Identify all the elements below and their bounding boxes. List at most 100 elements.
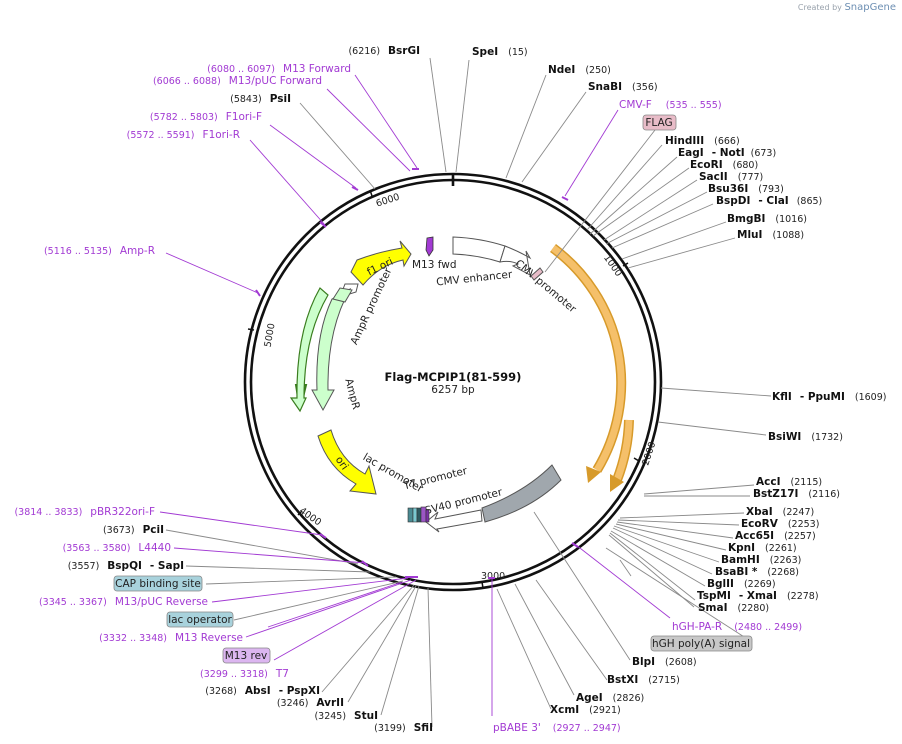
svg-text:BspDI- ClaI(865): BspDI- ClaI(865) [716,195,822,207]
site-enzyme-alt: - PspXI [279,685,320,697]
snapgene-credit: Created by SnapGene [798,2,896,13]
mcpip1-cds-arrow [550,243,634,492]
m13-fwd-feature: M13 fwd [412,236,457,271]
credit-prefix: Created by [797,3,842,12]
feature-boxes: FLAG CAP binding site lac operator M13 r… [113,114,753,664]
site-enzyme: EcoRI [690,159,723,171]
sites-left: (6216)BsrGI (5843)PsiI (3673)PciI (3557)… [68,45,433,734]
primer-position: (3814 .. 3833) [14,507,82,518]
site-leader-lines [165,57,772,728]
svg-text:KpnI(2261): KpnI(2261) [728,542,797,554]
primer-name: T7 [275,668,289,680]
primer-position: (3299 .. 3318) [200,669,268,680]
site-enzyme: PciI [143,524,164,536]
svg-text:BstXI(2715): BstXI(2715) [607,674,680,686]
svg-text:(5782 .. 5803)F1ori-F: (5782 .. 5803)F1ori-F [150,111,262,123]
site-position: (2268) [767,567,799,578]
site-position: (6216) [348,46,380,57]
site-enzyme: BsiWI [768,431,801,443]
svg-text:Bsu36I(793): Bsu36I(793) [708,183,784,195]
site-position: (2257) [784,531,816,542]
svg-text:(3299 .. 3318)T7: (3299 .. 3318) T7 [200,668,289,680]
site-enzyme: BamHI [721,554,760,566]
primer-name: pBR322ori-F [90,506,155,518]
svg-text:(3563 .. 3580)L4440: (3563 .. 3580) L4440 [63,542,171,554]
ampr-feature: AmpR promoter AmpR [289,265,395,413]
svg-text:(5572 .. 5591)F1ori-R: (5572 .. 5591) F1ori-R [127,129,240,141]
svg-text:Acc65I(2257): Acc65I (2257) [735,530,816,542]
site-position: (2280) [738,603,770,614]
site-position: (1732) [811,432,843,443]
flag-box [642,114,677,131]
svg-text:SacII(777): SacII(777) [699,171,763,183]
primer-position: (5116 .. 5135) [44,246,112,257]
svg-text:(5843)PsiI: (5843)PsiI [230,93,291,105]
site-position: (680) [733,160,759,171]
svg-text:AccI(2115): AccI(2115) [756,476,822,488]
site-position: (250) [585,65,611,76]
site-enzyme: MluI [737,229,762,241]
svg-text:(3332 .. 3348)M13 Reverse: (3332 .. 3348)M13 Reverse [99,632,243,644]
svg-text:hGH-PA-R(2480 .. 2499): hGH-PA-R(2480 .. 2499) [672,621,802,633]
cmv-enhancer-label: CMV enhancer [436,269,514,289]
site-enzyme: SpeI [472,46,498,58]
site-position: (5843) [230,94,262,105]
site-position: (1609) [855,392,887,403]
site-enzyme: SnaBI [588,81,622,93]
primer-position: (5782 .. 5803) [150,112,218,123]
snapgene-brand: SnapGene [844,2,896,13]
site-position: (2263) [770,555,802,566]
flag-feature [530,267,544,281]
svg-text:HindIII(666): HindIII(666) [665,135,740,147]
site-position: (2261) [765,543,797,554]
backbone [243,172,663,592]
ori-feature: ori [317,429,377,495]
svg-text:BsiWI(1732): BsiWI (1732) [768,431,843,443]
site-position: (2826) [613,693,645,704]
site-position: (3199) [374,723,406,734]
svg-text:(6080 .. 6097)M13 Forward: (6080 .. 6097)M13 Forward [207,63,351,75]
primer-position: (6080 .. 6097) [207,64,275,75]
svg-text:(6066 .. 6088)M13/pUC Forward: (6066 .. 6088)M13/pUC Forward [153,75,322,87]
m13-rev-box [222,647,271,664]
site-enzyme: BspDI [716,195,750,207]
svg-text:BmgBI(1016): BmgBI(1016) [727,213,807,225]
site-enzyme-alt: - PpuMI [800,391,845,403]
site-enzyme: EcoRV [741,518,779,530]
svg-text:EagI- NotI(673): EagI- NotI(673) [678,147,776,159]
site-position: (1088) [772,230,804,241]
site-enzyme: BstZ17I [753,488,798,500]
primer-name: F1ori-R [203,129,240,141]
primer-position: (3563 .. 3580) [63,543,131,554]
site-position: (1016) [775,214,807,225]
site-enzyme-alt: - XmaI [739,590,777,602]
site-position: (3246) [277,698,309,709]
site-position: (2247) [783,507,815,518]
primer-position: (5572 .. 5591) [127,130,195,141]
site-enzyme: Acc65I [735,530,774,542]
site-enzyme: TspMI [697,590,731,602]
hgh-polya-box [650,635,753,652]
primer-name: L4440 [138,542,171,554]
site-position: (2269) [744,579,776,590]
primer-position: (535 .. 555) [666,100,722,111]
cap-binding-label: CAP binding site [115,578,201,590]
svg-text:SpeI(15): SpeI (15) [472,46,528,58]
site-position: (2921) [589,705,621,716]
hgh-polya-label: hGH poly(A) signal [652,638,750,650]
site-position: (3245) [314,711,346,722]
site-position: (15) [508,47,528,58]
primer-position: (3345 .. 3367) [39,597,107,608]
t7-promoter-label: T7 promoter [401,465,469,493]
primer-name: M13/pUC Forward [229,75,322,87]
svg-text:AgeI(2826): AgeI(2826) [576,692,644,704]
site-enzyme-alt: - NotI [712,147,745,159]
site-position: (666) [714,136,740,147]
site-enzyme: KflI [772,391,792,403]
m13-rev-label: M13 rev [225,650,268,662]
site-position: (2608) [665,657,697,668]
svg-text:(6216)BsrGI: (6216)BsrGI [348,45,420,57]
primer-position: (3332 .. 3348) [99,633,167,644]
svg-text:(3246)AvrII: (3246)AvrII [277,697,344,709]
